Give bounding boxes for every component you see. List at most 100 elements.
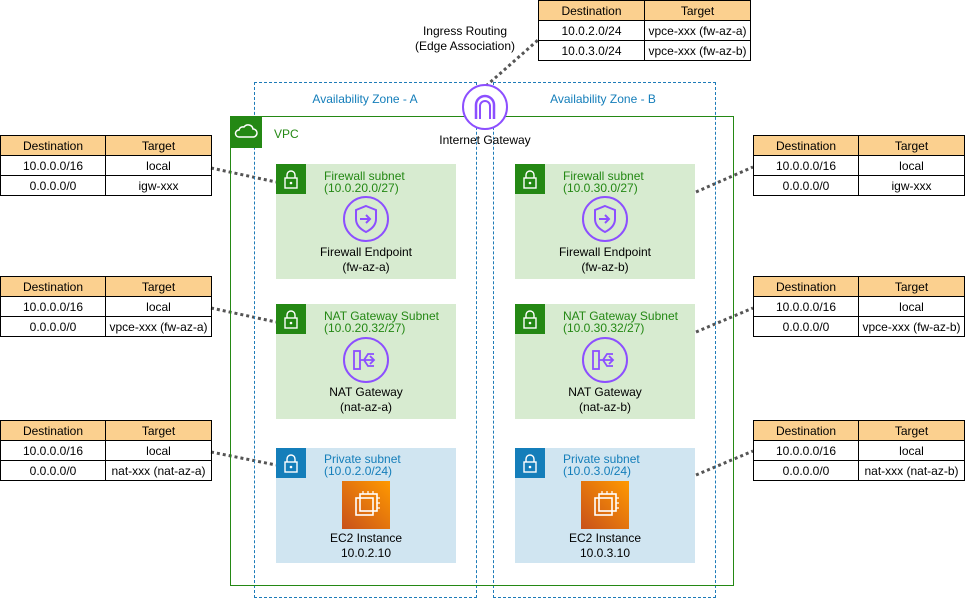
firewall-subnet-a xyxy=(276,164,456,279)
table-cell: local xyxy=(105,155,212,176)
ec2-instance-b-label: EC2 Instance 10.0.3.10 xyxy=(545,531,665,561)
table-cell: 10.0.0.0/16 xyxy=(0,296,106,317)
nat-subnet-a-name: NAT Gateway Subnet xyxy=(324,309,439,323)
nat-subnet-b-cidr: (10.0.30.32/27) xyxy=(563,321,645,335)
nat-gateway-a-label: NAT Gateway (nat-az-a) xyxy=(306,385,426,415)
table-header: Destination xyxy=(753,135,859,156)
resource-name: Firewall Endpoint xyxy=(319,245,413,259)
table-cell: 10.0.2.0/24 xyxy=(538,20,645,41)
resource-name: NAT Gateway xyxy=(329,385,403,399)
ingress-routing-line1: Ingress Routing xyxy=(422,24,508,38)
table-cell: 0.0.0.0/0 xyxy=(753,175,859,196)
table-header: Destination xyxy=(753,420,859,441)
table-cell: 10.0.0.0/16 xyxy=(753,440,859,461)
subnet-lock-icon xyxy=(276,164,306,194)
table-header: Target xyxy=(644,0,751,21)
private-subnet-b-cidr: (10.0.3.0/24) xyxy=(563,464,632,478)
table-cell: local xyxy=(858,296,965,317)
table-header: Destination xyxy=(753,276,859,297)
table-header: Destination xyxy=(0,276,106,297)
table-cell: 10.0.0.0/16 xyxy=(753,296,859,317)
subnet-lock-icon xyxy=(515,164,545,194)
table-cell: vpce-xxx (fw-az-b) xyxy=(858,316,965,337)
resource-id: 10.0.3.10 xyxy=(579,546,631,560)
table-cell: local xyxy=(105,440,212,461)
table-header: Target xyxy=(858,276,965,297)
private-subnet-a-cidr: (10.0.2.0/24) xyxy=(324,464,393,478)
table-cell: igw-xxx xyxy=(858,175,965,196)
internet-gateway-icon xyxy=(461,83,509,131)
connector-fw-b xyxy=(695,165,754,194)
resource-name: EC2 Instance xyxy=(329,531,403,545)
ingress-routing-line2: (Edge Association) xyxy=(414,39,516,53)
resource-id: (nat-az-b) xyxy=(578,400,631,414)
table-header: Destination xyxy=(0,135,106,156)
availability-zone-a-label: Availability Zone - A xyxy=(312,92,418,106)
nat-gateway-icon xyxy=(581,336,629,384)
table-cell: vpce-xxx (fw-az-b) xyxy=(644,40,751,61)
table-header: Target xyxy=(105,135,212,156)
table-cell: local xyxy=(105,296,212,317)
firewall-endpoint-icon xyxy=(581,195,629,243)
firewall-subnet-b xyxy=(515,164,695,279)
table-header: Target xyxy=(105,276,212,297)
table-header: Target xyxy=(105,420,212,441)
table-cell: nat-xxx (nat-az-a) xyxy=(105,460,212,481)
table-cell: 0.0.0.0/0 xyxy=(753,316,859,337)
subnet-lock-icon xyxy=(276,448,306,478)
table-cell: 10.0.0.0/16 xyxy=(753,155,859,176)
table-cell: local xyxy=(858,440,965,461)
availability-zone-a xyxy=(254,82,477,598)
firewall-subnet-b-cidr: (10.0.30.0/27) xyxy=(563,181,638,195)
table-header: Destination xyxy=(538,0,645,21)
firewall-endpoint-b-label: Firewall Endpoint (fw-az-b) xyxy=(545,245,665,275)
firewall-subnet-a-cidr: (10.0.20.0/27) xyxy=(324,181,399,195)
availability-zone-b xyxy=(493,82,716,598)
internet-gateway-label: Internet Gateway xyxy=(439,133,531,147)
resource-id: 10.0.2.10 xyxy=(340,546,392,560)
ingress-routing-label: Ingress Routing (Edge Association) xyxy=(400,24,530,54)
ec2-instance-icon xyxy=(581,481,629,529)
table-cell: local xyxy=(858,155,965,176)
resource-id: (nat-az-a) xyxy=(339,400,392,414)
table-cell: nat-xxx (nat-az-b) xyxy=(858,460,965,481)
connector-nat-b xyxy=(695,306,754,334)
vpc-cloud-icon xyxy=(230,116,262,148)
nat-subnet-a-cidr: (10.0.20.32/27) xyxy=(324,321,406,335)
table-cell: 0.0.0.0/0 xyxy=(0,316,106,337)
connector-priv-b xyxy=(695,449,754,477)
resource-name: EC2 Instance xyxy=(568,531,642,545)
firewall-endpoint-a-label: Firewall Endpoint (fw-az-a) xyxy=(306,245,426,275)
subnet-lock-icon xyxy=(515,304,545,334)
table-cell: 0.0.0.0/0 xyxy=(0,460,106,481)
table-cell: vpce-xxx (fw-az-a) xyxy=(105,316,212,337)
firewall-endpoint-icon xyxy=(342,195,390,243)
private-subnet-a-name: Private subnet xyxy=(324,452,401,466)
table-cell: 0.0.0.0/0 xyxy=(753,460,859,481)
table-cell: igw-xxx xyxy=(105,175,212,196)
nat-gateway-b-label: NAT Gateway (nat-az-b) xyxy=(545,385,665,415)
ec2-instance-a-label: EC2 Instance 10.0.2.10 xyxy=(306,531,426,561)
table-cell: 0.0.0.0/0 xyxy=(0,175,106,196)
resource-id: (fw-az-b) xyxy=(581,260,629,274)
table-cell: vpce-xxx (fw-az-a) xyxy=(644,20,751,41)
table-header: Target xyxy=(858,135,965,156)
nat-subnet-b-name: NAT Gateway Subnet xyxy=(563,309,678,323)
table-cell: 10.0.0.0/16 xyxy=(0,440,106,461)
subnet-lock-icon xyxy=(276,304,306,334)
availability-zone-b-label: Availability Zone - B xyxy=(550,92,656,106)
subnet-lock-icon xyxy=(515,448,545,478)
firewall-subnet-b-name: Firewall subnet xyxy=(563,169,644,183)
resource-id: (fw-az-a) xyxy=(342,260,390,274)
nat-gateway-icon xyxy=(342,336,390,384)
resource-name: NAT Gateway xyxy=(568,385,642,399)
connector-priv-a xyxy=(210,450,277,467)
